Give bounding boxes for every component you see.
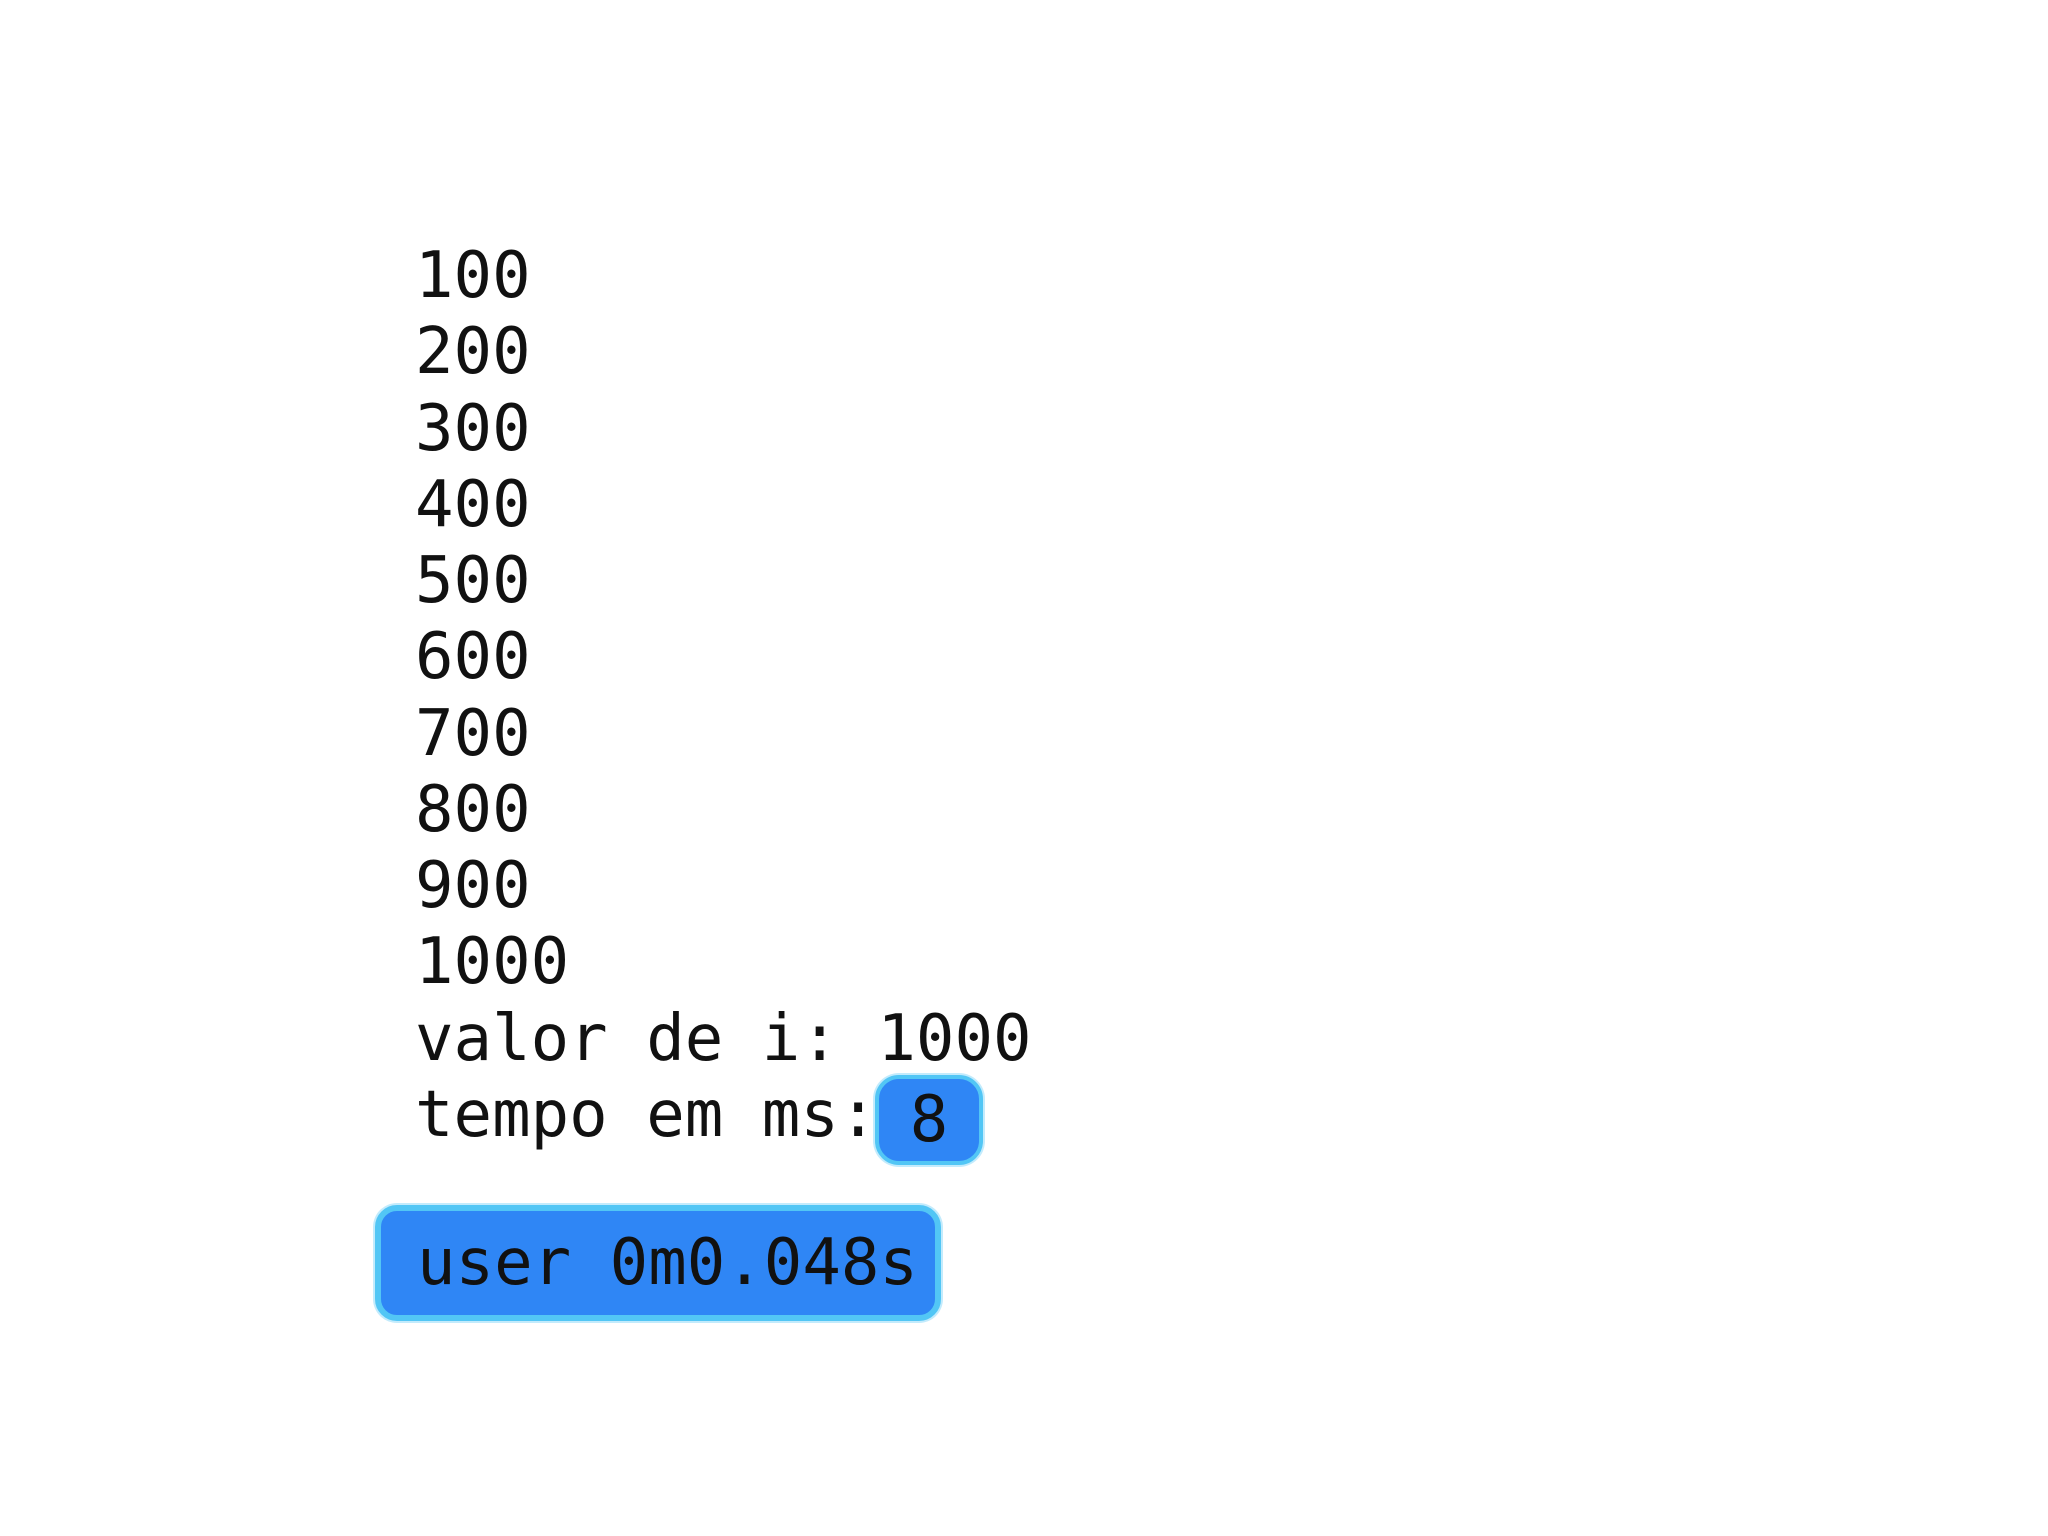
user-time-line: user 0m0.048s — [417, 1226, 918, 1300]
output-line: 500 — [415, 544, 531, 618]
output-line: 100 — [415, 239, 531, 313]
terminal-output: 100 200 300 400 500 600 700 800 900 1000… — [415, 238, 1615, 1338]
output-line: 900 — [415, 849, 531, 923]
output-line: 800 — [415, 773, 531, 847]
output-line: 300 — [415, 392, 531, 466]
ms-value: 8 — [909, 1083, 949, 1157]
output-line: 1000 — [415, 925, 570, 999]
output-line: 600 — [415, 620, 531, 694]
time-ms-label: tempo em ms: — [415, 1078, 878, 1152]
user-time-highlight: user 0m0.048s — [375, 1205, 941, 1321]
value-of-i-line: valor de i: 1000 — [415, 1002, 1032, 1076]
output-line: 700 — [415, 697, 531, 771]
ms-value-highlight: 8 — [875, 1075, 983, 1165]
output-line: 400 — [415, 468, 531, 542]
output-line: 200 — [415, 315, 531, 389]
